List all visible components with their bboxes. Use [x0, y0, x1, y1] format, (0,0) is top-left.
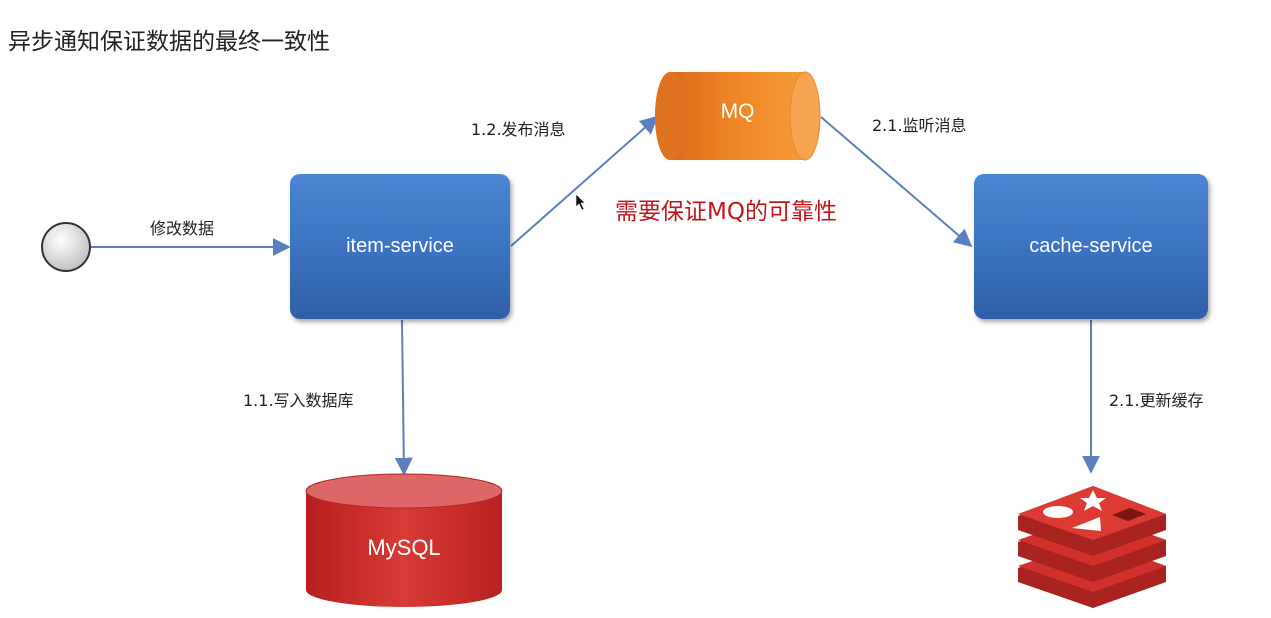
mysql-label: MySQL [367, 535, 441, 560]
redis-logo-icon [1018, 486, 1166, 608]
arrow-publish [510, 115, 659, 247]
mq-queue-icon [655, 71, 821, 161]
start-circle-icon [41, 222, 91, 272]
cache-service-label: cache-service [1029, 235, 1153, 257]
page-title: 异步通知保证数据的最终一致性 [8, 29, 330, 55]
edge-label-modify: 修改数据 [150, 219, 215, 238]
edge-label-listen: 2.1.监听消息 [872, 116, 967, 135]
reliability-note: 需要保证MQ的可靠性 [615, 199, 837, 225]
edge-label-publish: 1.2.发布消息 [471, 120, 566, 139]
item-service-box: item-service [290, 174, 510, 319]
edge-label-update-cache: 2.1.更新缓存 [1109, 391, 1204, 410]
mysql-database-icon [305, 473, 503, 607]
mq-label: MQ [720, 100, 755, 123]
edge-label-write-db: 1.1.写入数据库 [243, 391, 354, 410]
arrow-write-db [394, 319, 413, 476]
cursor-icon [575, 193, 586, 211]
cache-service-box: cache-service [974, 174, 1208, 319]
item-service-label: item-service [346, 235, 454, 257]
arrow-listen [820, 116, 973, 248]
